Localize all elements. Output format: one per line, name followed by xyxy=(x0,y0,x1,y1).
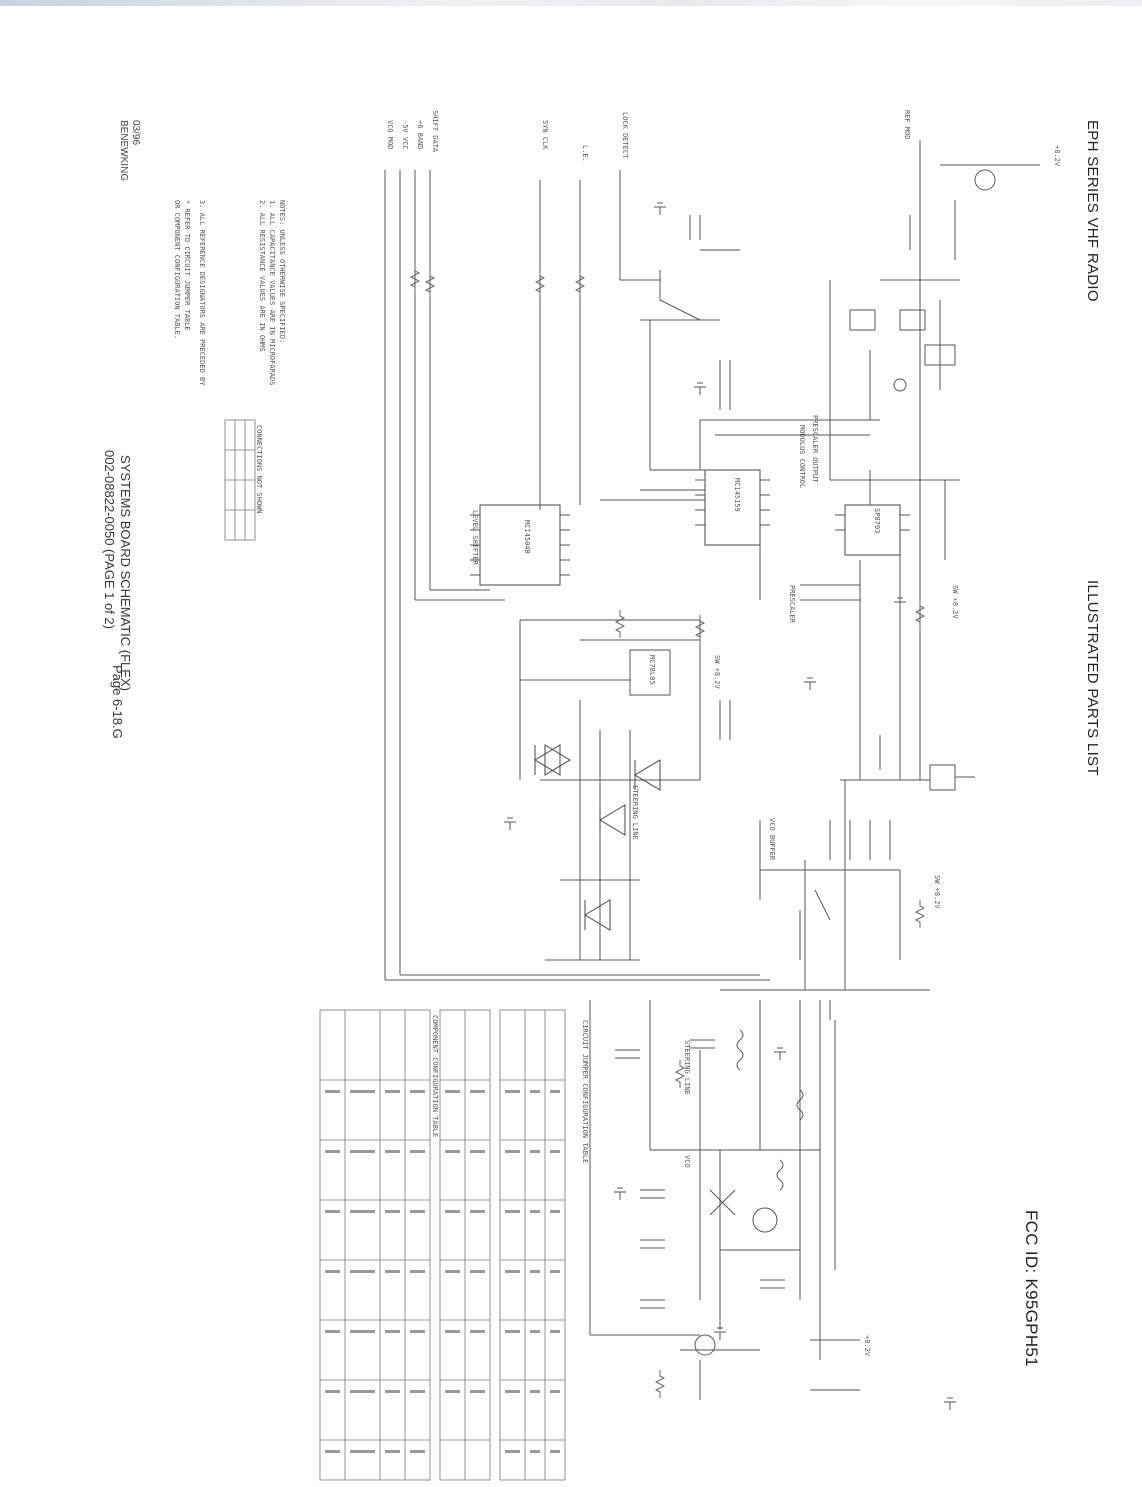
signal-lock-detect: LOCK DETECT xyxy=(621,112,629,159)
signal-syn-clk: SYN CLK xyxy=(541,120,549,150)
header-center: ILLUSTRATED PARTS LIST xyxy=(1084,580,1101,776)
revision-date: 03/96 xyxy=(130,120,141,146)
jumper-table-title: CIRCUIT JUMPER CONFIGURATION TABLE xyxy=(581,1020,589,1164)
block-level-shifter: LEVEL SHIFTER xyxy=(471,510,479,565)
ic-regulator: MC78L05 xyxy=(648,655,656,685)
ic-mc14504b: MC14504B xyxy=(523,520,531,554)
drawing-number: 002-08822-0050 (PAGE 1 of 2) xyxy=(102,450,117,629)
net-sw-8v: SW +8.2V xyxy=(951,585,959,619)
signal-shift-data: SHIFT DATA xyxy=(431,110,439,153)
page-number: Page 6-18.G xyxy=(110,665,125,739)
signal-le: L.E. xyxy=(581,145,589,162)
net-plus-8v: +8.2V xyxy=(1053,145,1061,167)
signal-vco-mod: VCO MOD xyxy=(386,120,394,150)
note-line-6: OR COMPONENT CONFIGURATION TABLE. xyxy=(173,200,181,340)
ic-mc145159: MC145159 xyxy=(733,478,741,512)
drawing-title: SYSTEMS BOARD SCHEMATIC (FLEX) xyxy=(118,455,133,691)
block-prescaler: PRESCALER xyxy=(788,585,796,623)
header-left: EPH SERIES VHF RADIO xyxy=(1084,120,1101,302)
ic-sp8703: SP8703 xyxy=(873,508,881,534)
net-steering-line: STEERING LINE xyxy=(631,785,639,840)
net-sw-8v-3: SW +8.2V xyxy=(933,875,941,909)
note-line-4: 3. ALL REFERENCE DESIGNATORS ARE PRECEDE… xyxy=(198,200,206,386)
fcc-id: FCC ID: K95GPH51 xyxy=(1022,1210,1041,1367)
note-line-2: 1. ALL CAPACITANCE VALUES ARE IN MICROFA… xyxy=(268,200,276,386)
note-line-3: 2. ALL RESISTANCE VALUES ARE IN OHMS xyxy=(258,200,266,352)
net-steering-line-2: STEERING LINE xyxy=(683,1040,691,1095)
signal-vcc: -5V VCC xyxy=(401,120,409,150)
connections-table-title: CONNECTIONS NOT SHOWN xyxy=(255,425,263,514)
revision-code: BENEWKING xyxy=(118,120,129,182)
net-prescaler-output: PRESCALER OUTPUT xyxy=(811,415,819,483)
net-modulus-control: MODULUS CONTROL xyxy=(798,425,806,489)
note-line-1: NOTES: UNLESS OTHERWISE SPECIFIED: xyxy=(278,200,286,344)
component-table-title: COMPONENT CONFIGURATION TABLE xyxy=(431,1015,439,1138)
block-vco: VCO xyxy=(683,1155,691,1168)
note-line-5: * REFER TO CIRCUIT JUMPER TABLE xyxy=(183,200,191,331)
net-sw-8v-2: SW +8.2V xyxy=(713,655,721,689)
signal-band: +6 BAND xyxy=(416,120,424,150)
signal-ref-mod: REF MOD xyxy=(903,110,911,140)
scan-edge xyxy=(0,0,1142,6)
block-vco-buffer: VCO BUFFER xyxy=(768,818,776,861)
net-plus-8v-2: +8.2V xyxy=(863,1335,871,1357)
